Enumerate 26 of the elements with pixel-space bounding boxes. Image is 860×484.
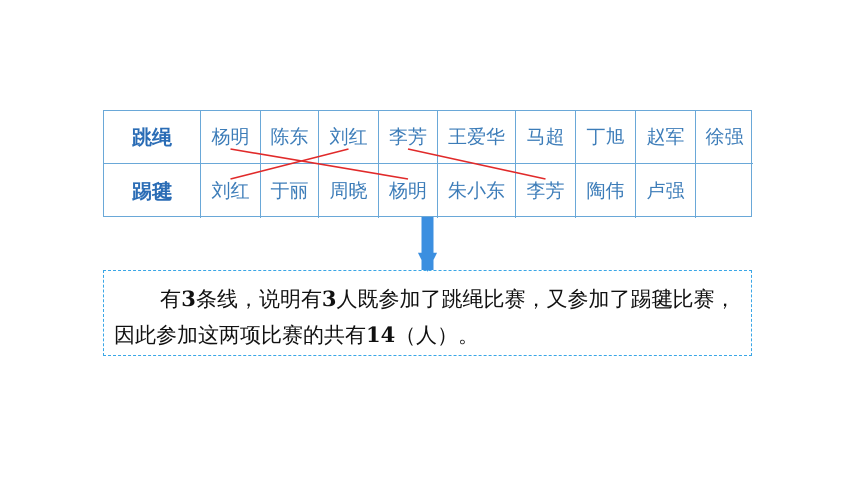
table: [103, 110, 752, 217]
connecting-line: [408, 148, 546, 180]
name-text: 马超: [526, 125, 564, 149]
name-text: 赵军: [646, 125, 684, 149]
name-text: 于丽: [270, 179, 308, 203]
row-header: 跳绳: [132, 125, 172, 149]
name-text: 丁旭: [586, 125, 624, 149]
connecting-line: [230, 148, 349, 180]
name-text: 朱小东: [448, 179, 505, 203]
name-text: 杨明: [389, 179, 427, 203]
text-box: [103, 270, 752, 356]
name-text: 徐强: [706, 125, 744, 149]
name-text: 陈东: [270, 125, 308, 149]
name-text: 陶伟: [586, 179, 624, 203]
name-text: 李芳: [526, 179, 564, 203]
connecting-line: [230, 148, 408, 180]
name-text: 周晓: [330, 179, 368, 203]
name-text: 刘红: [212, 179, 250, 203]
arrow: [418, 217, 438, 272]
explanation-text: 有3条线，说明有3人既参加了跳绳比赛，又参加了踢毽比赛，因此参加这两项比赛的共有14（人）。: [113, 285, 736, 349]
name-text: 杨明: [212, 125, 250, 149]
name-text: 刘红: [330, 125, 368, 149]
row-header: 踢毽: [132, 179, 172, 203]
name-text: 李芳: [389, 125, 427, 149]
name-text: 王爱华: [448, 125, 505, 149]
name-text: 卢强: [646, 179, 684, 203]
